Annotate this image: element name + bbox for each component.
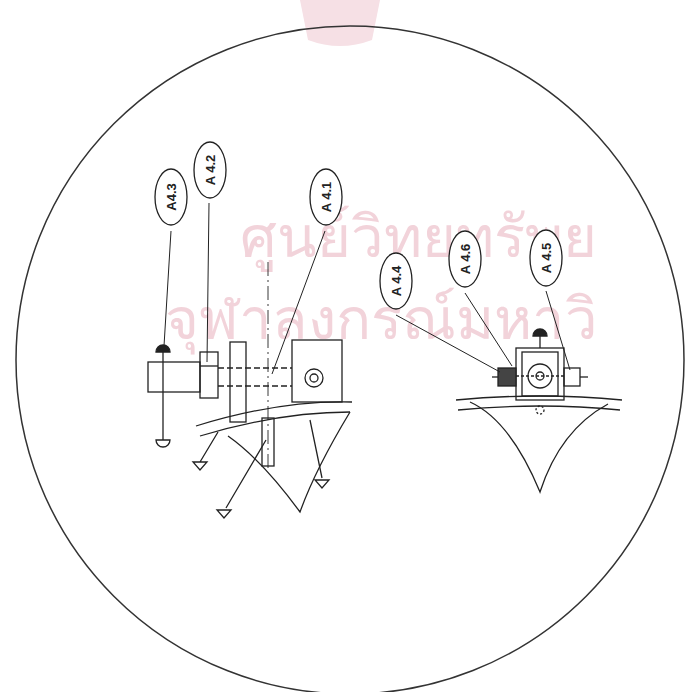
watermark-text: จุฬาลงกรณ์มหาวิ — [165, 290, 598, 348]
callout-circle: A 4.1 — [309, 168, 343, 226]
callout-circle: A 4.4 — [379, 252, 413, 310]
clamp-side-view — [148, 262, 352, 518]
logo-watermark — [300, 0, 380, 46]
leader-lines — [164, 203, 570, 374]
callout-circle: A4.3 — [154, 168, 188, 226]
callout-number: A 4.1 — [320, 182, 333, 213]
callout-number: A 4.6 — [459, 244, 472, 275]
callout-number: A4.3 — [165, 183, 178, 210]
callout-number: A 4.4 — [390, 266, 403, 297]
detail-circle — [16, 26, 684, 692]
callout-number: A 4.2 — [204, 155, 217, 186]
callout-circle: A 4.5 — [529, 229, 563, 287]
callout-circle: A 4.6 — [448, 230, 482, 288]
callout-number: A 4.5 — [540, 243, 553, 274]
callout-circle: A 4.2 — [193, 141, 227, 199]
clamp-front-view — [456, 329, 622, 492]
